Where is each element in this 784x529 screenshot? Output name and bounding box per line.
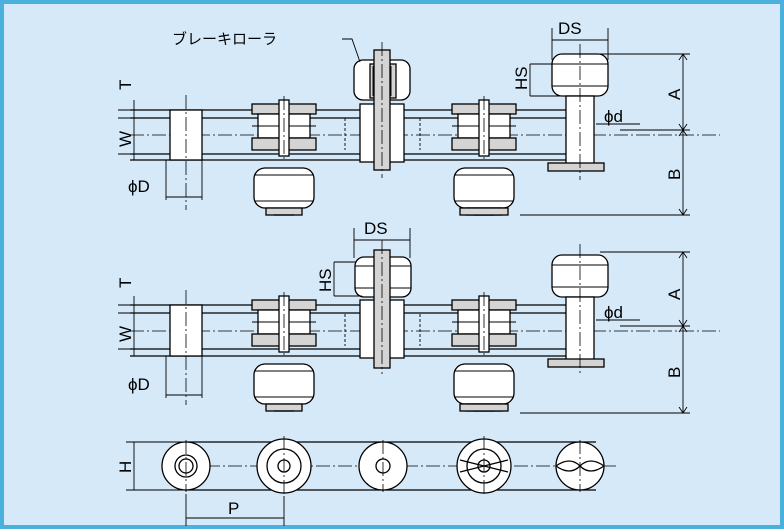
b-label-mid: B (665, 367, 684, 378)
brake-roller-label: ブレーキローラ (172, 30, 277, 48)
ds-label-top: DS (558, 19, 582, 38)
a-label-top: A (665, 88, 684, 100)
p-label: P (228, 499, 239, 518)
phi-d-small-label-top: ϕd (604, 107, 623, 126)
phi-d-large-label-mid: ϕD (128, 375, 150, 394)
h-label: H (116, 461, 135, 473)
w-label-mid: W (116, 326, 135, 342)
hs-label-mid: HS (316, 268, 335, 292)
b-label-top: B (665, 169, 684, 180)
bottom-plan-view (126, 436, 618, 526)
a-label-mid: A (665, 288, 684, 300)
t-label-mid: T (116, 278, 135, 288)
t-label-top: T (116, 80, 135, 90)
top-side-view (118, 28, 720, 216)
phi-d-small-label-mid: ϕd (604, 303, 623, 322)
middle-side-view (118, 228, 720, 414)
phi-d-large-label-top: ϕD (128, 177, 150, 196)
ds-label-mid: DS (364, 219, 388, 238)
hs-label-top: HS (512, 66, 531, 90)
w-label-top: W (116, 131, 135, 147)
